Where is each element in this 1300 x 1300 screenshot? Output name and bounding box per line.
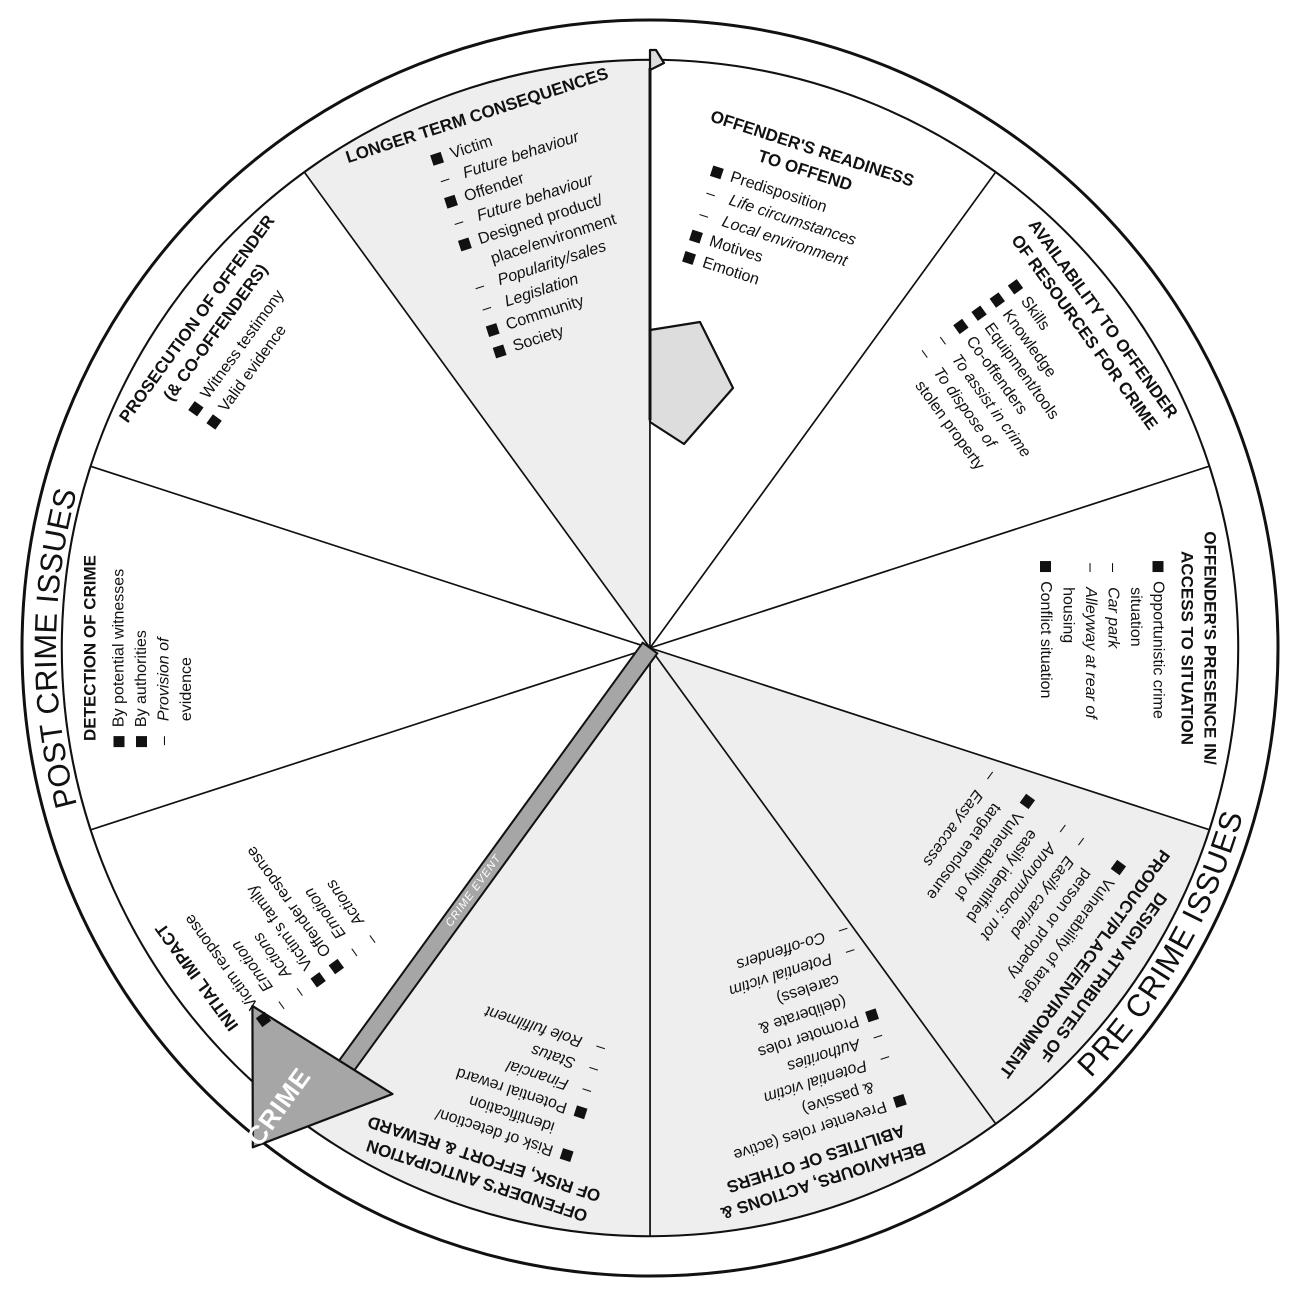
bullet-marker <box>188 401 204 417</box>
bullet-marker <box>206 414 222 430</box>
segment-8: DETECTION OF CRIME By potential witnesses… <box>81 555 195 748</box>
segment-wedge <box>303 645 651 1237</box>
segment-item: Conflict situation <box>1037 581 1054 698</box>
segment-title: ACCESS TO SITUATION <box>1178 551 1197 745</box>
bullet-marker <box>485 323 500 337</box>
segment-item: situation <box>1127 587 1144 647</box>
bullet-marker <box>310 972 326 988</box>
segment-3: OFFENDER'S PRESENCE IN/ACCESS TO SITUATI… <box>1037 531 1220 765</box>
bullet-marker <box>559 1148 574 1162</box>
segment-wedge <box>61 465 653 831</box>
segment-item: Car park <box>1105 587 1122 649</box>
bullet-marker <box>444 194 458 209</box>
segment-wedge <box>649 645 997 1237</box>
dash-marker: – <box>1105 563 1122 572</box>
segment-wedge <box>89 171 653 650</box>
bullet-marker <box>136 736 147 748</box>
segment-wedge <box>647 465 1239 831</box>
bullet-marker <box>689 229 703 244</box>
bullet-marker <box>113 736 125 748</box>
bullet-marker <box>989 292 1005 308</box>
dash-marker: – <box>156 736 173 745</box>
segment-wedge <box>647 646 1211 1125</box>
segment-wedges <box>61 59 1239 1237</box>
bullet-marker <box>709 165 724 180</box>
bullet-marker <box>865 1008 879 1023</box>
crime-arrow-head <box>251 1004 394 1149</box>
bullet-marker <box>492 344 507 359</box>
bullet-marker <box>953 318 969 335</box>
bullet-marker <box>1110 859 1127 876</box>
bullet-marker <box>1040 561 1051 573</box>
segment-title: DETECTION OF CRIME <box>81 555 100 741</box>
bullet-marker <box>328 958 345 975</box>
segment-item: By potential witnesses <box>111 569 128 727</box>
segment-item: Opportunistic crime <box>1150 581 1167 719</box>
bullet-marker <box>430 151 445 166</box>
segment-wedge <box>647 171 1211 650</box>
bullet-marker <box>1019 793 1036 810</box>
segment-item: housing <box>1060 587 1077 643</box>
segment-item: By authorities <box>133 630 150 727</box>
bullet-marker <box>255 1011 272 1028</box>
bullet-marker <box>682 251 696 265</box>
bullet-marker <box>457 237 472 252</box>
start-arrow <box>648 48 735 446</box>
segment-wedge <box>303 59 651 651</box>
segment-title: OFFENDER'S PRESENCE IN/ <box>1201 531 1220 765</box>
dash-marker: – <box>1082 563 1099 572</box>
bullet-marker <box>1007 279 1024 295</box>
segment-item: Provision of <box>156 636 173 721</box>
bullet-marker <box>892 1094 907 1108</box>
segment-wedge <box>649 59 997 651</box>
bullet-marker <box>1152 561 1164 573</box>
segment-item: evidence <box>178 657 195 721</box>
segment-item: Alleyway at rear of <box>1082 586 1099 720</box>
bullet-marker <box>971 305 987 321</box>
bullet-marker <box>573 1105 588 1120</box>
